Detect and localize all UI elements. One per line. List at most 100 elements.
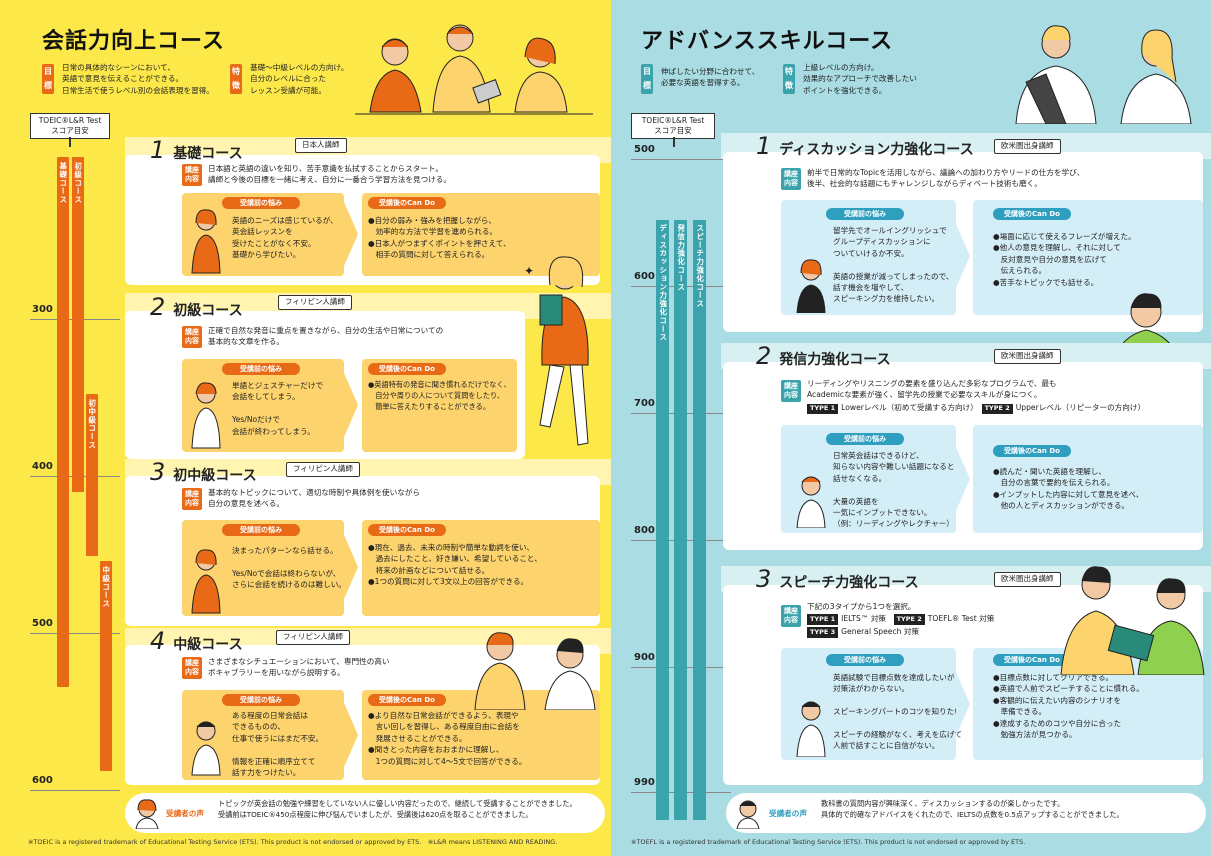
content-tag: 講座 内容 (182, 164, 202, 186)
voice-label: 受講者の声 (769, 809, 807, 818)
course-4-teacher: フィリピン人講師 (276, 630, 350, 645)
content-tag: 講座 内容 (781, 168, 801, 190)
type-text: TOEFL® Test 対策 (927, 614, 995, 623)
footnote: ※TOEFL is a registered trademark of Educ… (631, 838, 1026, 846)
student-avatar-icon (736, 800, 760, 829)
type-badge: TYPE 2 (893, 614, 925, 626)
course-number: 2 (756, 342, 772, 370)
level-bar-beginner-label: 初級コース (73, 162, 83, 204)
course-number: 4 (150, 627, 166, 655)
course-r3-after: ●目標点数に対してクリアできる。 ●英語で人前でスピーチすることに慣れる。 ●客… (993, 673, 1144, 739)
conversation-course-page: 会話力向上コース 目標 日常の具体的なシーンにおいて、 英語で意見を伝えることが… (0, 0, 611, 856)
course-r2-after-box (973, 425, 1203, 533)
worried-person-icon (191, 549, 221, 614)
after-label: 受講後のCan Do (993, 654, 1071, 666)
feature-text: 上級レベルの方向け。 効果的なアプローチで改善したい ポイントを強化できる。 (803, 63, 917, 95)
course-name: 初中級コース (173, 468, 257, 484)
course-1-after: ●自分の弱み・強みを把握しながら、 効率的な方法で学習を進められる。 ●日本人が… (368, 216, 511, 260)
tick-line (631, 159, 731, 160)
level-bar-speech (693, 220, 706, 820)
study-pair-illustration (1060, 566, 1205, 675)
course-3-before: 決まったパターンなら話せる。 Yes/Noで会話は終わらないが、 さらに会話を続… (232, 546, 346, 590)
arrow (344, 202, 358, 266)
scale-connector (69, 137, 71, 147)
feature-tag: 特徴 (230, 64, 242, 94)
advanced-skill-course-page: アドバンススキルコース 目標 伸ばしたい分野に合わせて、 必要な英語を習得する。… (611, 0, 1211, 856)
after-label: 受講後のCan Do (368, 363, 446, 375)
course-number: 2 (150, 293, 166, 321)
page-title: アドバンススキルコース (641, 29, 894, 54)
type-text: IELTS™ 対策 (841, 614, 887, 623)
course-3-desc: 基本的なトピックについて、適切な時制や具体例を使いながら 自分の意見を述べる。 (208, 488, 421, 509)
course-number: 1 (150, 136, 166, 164)
student-voice-box (726, 793, 1206, 833)
course-r1-desc: 前半で日常的なTopicを活用しながら、議論への加わり方やリードの仕方を学び、 … (807, 168, 1085, 189)
student-voice-box (125, 793, 605, 833)
after-label: 受講後のCan Do (368, 524, 446, 536)
course-r3-before: 英語試験で目標点数を達成したいが 対策法がわからない。 スピーキングパートのコツ… (833, 673, 970, 751)
course-2-before: 単語とジェスチャーだけで 会話をしてしまう。 Yes/Noだけで 会話が終わって… (232, 381, 324, 436)
page-title: 会話力向上コース (42, 29, 225, 54)
conversation-men-illustration (474, 632, 596, 710)
before-label: 受講前の悩み (826, 433, 904, 445)
level-bar-discussion-label: ディスカッション力強化コース (658, 224, 668, 342)
course-1-title: 1 基礎コース (150, 133, 243, 168)
course-4-after: ●より自然な日常会話ができるよう、表現や 言い回しを習得し、ある程度自由に会話を… (368, 711, 527, 766)
before-label: 受講前の悩み (826, 654, 904, 666)
after-label: 受講後のCan Do (368, 197, 446, 209)
goal-text: 日常の具体的なシーンにおいて、 英語で意見を伝えることができる。 日常生活で使う… (62, 63, 214, 95)
level-bar-basic (57, 157, 69, 687)
student-woman-illustration: ✦ (524, 256, 589, 446)
scale-tick-300: 300 (32, 304, 53, 315)
type-badge: TYPE 1 (807, 614, 839, 626)
course-1-teacher: 日本人講師 (295, 138, 347, 153)
before-label: 受講前の悩み (222, 524, 300, 536)
course-r3-desc: 下記の3タイプから1つを選択。 (807, 602, 916, 611)
level-bar-basic-label: 基礎コース (58, 162, 68, 204)
content-tag: 講座 内容 (182, 488, 202, 510)
type-badge: TYPE 2 (981, 404, 1013, 414)
feature-text: 基礎〜中級レベルの方向け。 自分のレベルに合った レッスン受講が可能。 (250, 63, 349, 95)
level-bar-output-label: 発信力強化コース (676, 224, 686, 292)
scale-tick-400: 400 (32, 461, 53, 472)
goal-text: 伸ばしたい分野に合わせて、 必要な英語を習得する。 (661, 67, 760, 88)
footnote: ※TOEIC is a registered trademark of Educ… (28, 838, 558, 846)
course-2-after: ●英語特有の発音に聞き慣れるだけでなく、 自分や周りの人について質問をしたり、 … (368, 380, 511, 411)
tick-line (30, 790, 120, 791)
worried-person-icon (796, 259, 826, 313)
course-name: 基礎コース (173, 146, 243, 162)
course-1-desc: 日本語と英語の違いを知り、苦手意識を払拭することからスタート。 講師と今後の目標… (208, 164, 451, 185)
before-label: 受講前の悩み (222, 363, 300, 375)
course-r3-teacher: 欧米圏出身講師 (994, 572, 1061, 587)
type-badge: TYPE 1 (807, 404, 839, 414)
worried-person-icon (796, 476, 826, 528)
worried-person-icon (796, 701, 826, 757)
before-label: 受講前の悩み (826, 208, 904, 220)
arrow (344, 373, 358, 437)
voice-text: トピックが英会話の勉強や練習をしていない人に優しい内容だったので、継続して受講す… (218, 799, 577, 819)
svg-text:✦: ✦ (524, 264, 534, 278)
goal-tag: 目標 (42, 64, 54, 94)
scale-tick-900: 900 (634, 652, 655, 663)
tick-line (30, 633, 120, 634)
type-text: Upperレベル（リピーターの方向け） (1015, 403, 1146, 412)
feature-tag: 特徴 (783, 64, 795, 94)
course-name: 初級コース (173, 303, 243, 319)
after-label: 受講後のCan Do (368, 694, 446, 706)
score-scale-label: TOEIC®L&R Test スコア目安 (631, 113, 715, 139)
scale-tick-500: 500 (634, 144, 655, 155)
level-bar-speech-label: スピーチ力強化コース (695, 224, 705, 308)
scale-tick-600: 600 (634, 271, 655, 282)
course-4-before: ある程度の日常会話は できるものの、 仕事で使うにはまだ不安。 情報を正確に順序… (232, 711, 324, 777)
course-r2-desc: リーディングやリスニングの要素を盛り込んだ多彩なプログラムで、最も Academ… (807, 379, 1057, 400)
course-4-desc: さまざまなシチュエーションにおいて、専門性の高い ボキャブラリーを用いながら説明… (208, 657, 390, 678)
scale-connector (673, 137, 675, 147)
course-3-after-box (362, 520, 600, 616)
course-number: 1 (756, 132, 772, 160)
worried-person-icon (191, 721, 221, 776)
level-bar-beginner (72, 157, 84, 492)
